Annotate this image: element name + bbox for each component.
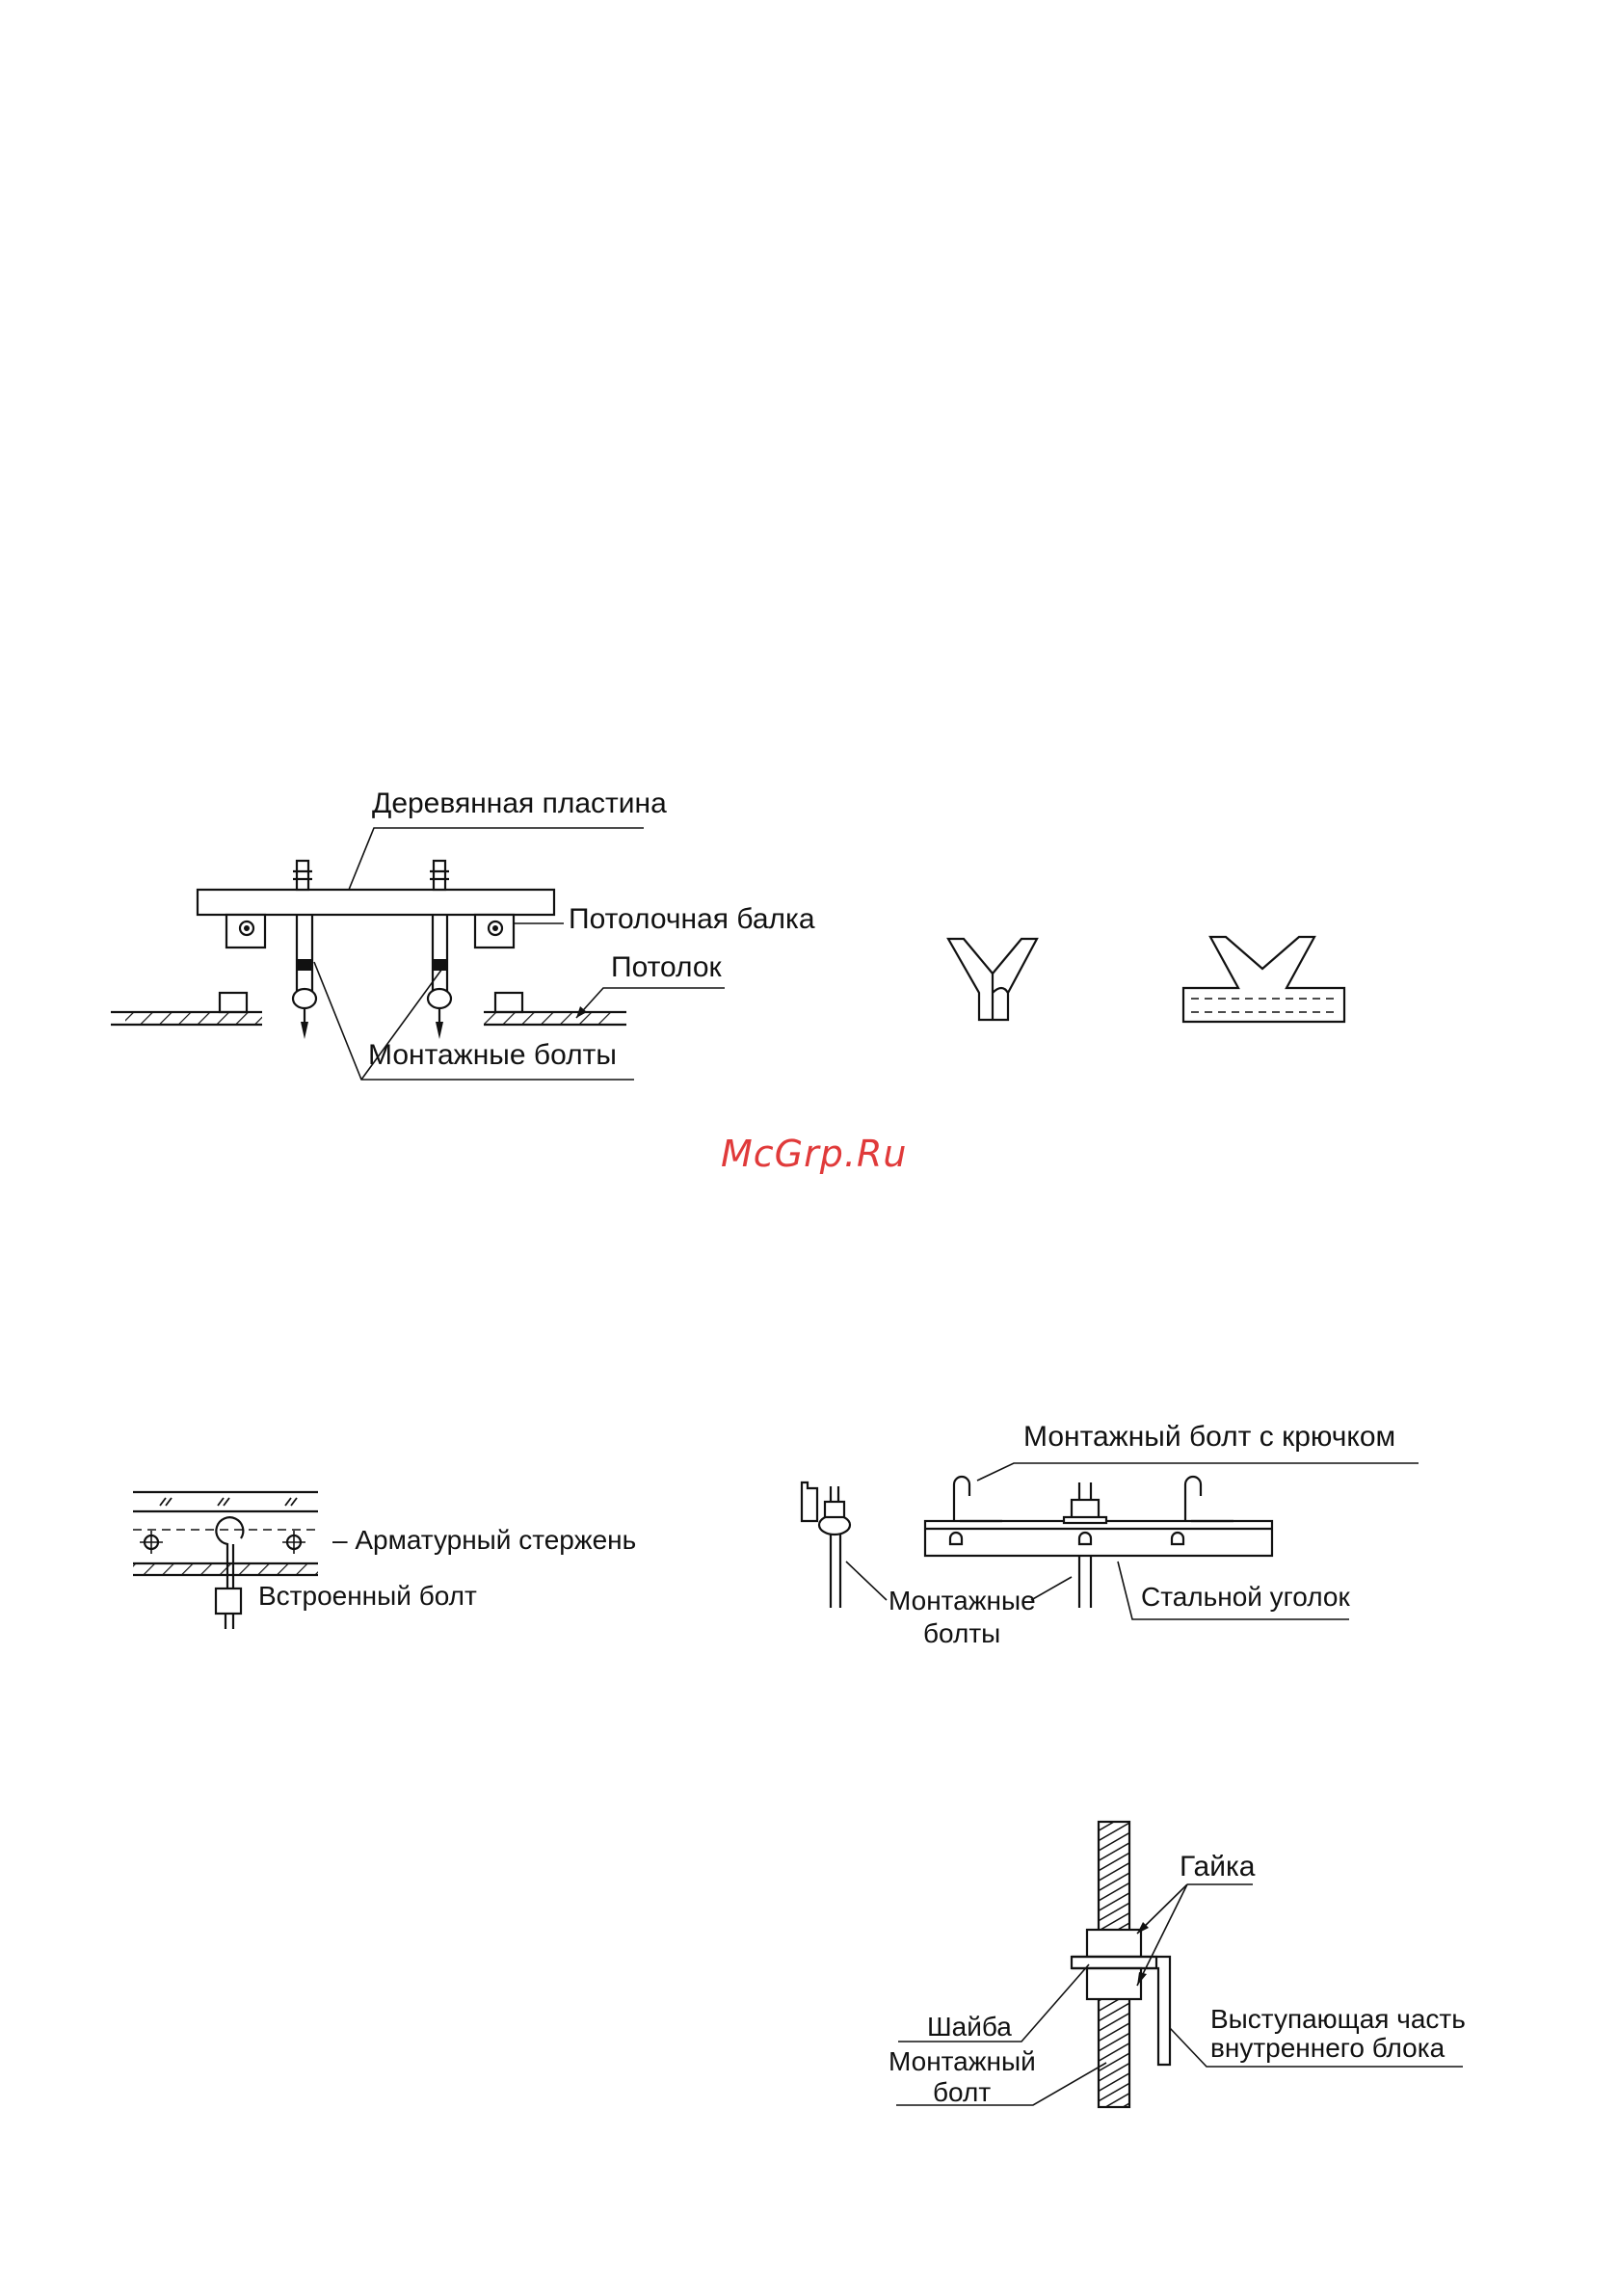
ceiling-right [484, 993, 626, 1025]
leader-mount-bolts-b [1031, 1577, 1072, 1600]
anchor-shape-2 [1183, 937, 1344, 1022]
ceiling-left [111, 993, 262, 1025]
leader-wood-plate [349, 828, 644, 890]
diagram-nut-washer: Гайка Шайба Монтажный болт Выступающая ч… [889, 1822, 1466, 2107]
label-wood-plate: Деревянная пластина [372, 788, 667, 819]
lower-nut [1087, 1968, 1141, 1999]
label-hook-bolt: Монтажный болт с крючком [1023, 1421, 1395, 1453]
steel-angle-beam [925, 1521, 1272, 1556]
ceiling-beam-right [475, 915, 514, 948]
label-mount-bolt-2: болт [933, 2077, 991, 2107]
label-nut: Гайка [1180, 1851, 1256, 1882]
bolt-right [428, 861, 451, 1039]
washer [1072, 1957, 1156, 1968]
diagram-steel-angle: Монтажный болт с крючком Монтажные бо [802, 1421, 1419, 1648]
leader-mount-bolts-a [846, 1562, 887, 1600]
label-rebar: – Арматурный стержень [332, 1525, 636, 1555]
anchor-shape-1 [948, 939, 1037, 1020]
diagram-wood-plate-mounting: Деревянная пластина [111, 788, 815, 1080]
label-washer: Шайба [927, 2012, 1012, 2042]
label-mount-bolts-1: Монтажные [889, 1586, 1036, 1615]
wood-plate [198, 890, 554, 915]
watermark: McGrp.Ru [721, 1133, 907, 1175]
diagram-embedded-bolt: – Арматурный стержень Встроенный болт [133, 1492, 636, 1629]
label-mount-bolt-1: Монтажный [889, 2046, 1036, 2076]
label-protrusion-1: Выступающая часть [1210, 2004, 1466, 2034]
bolt-left [293, 861, 316, 1039]
upper-nut [1087, 1930, 1141, 1957]
label-steel-angle: Стальной уголок [1141, 1582, 1350, 1612]
label-mount-bolts: Монтажные болты [368, 1039, 617, 1071]
label-ceiling-beam: Потолочная балка [569, 903, 815, 935]
label-embedded-bolt: Встроенный болт [258, 1581, 477, 1611]
ceiling-beam-left [226, 915, 265, 948]
label-protrusion-2: внутреннего блока [1210, 2033, 1446, 2063]
label-mount-bolts-2: болты [923, 1618, 1000, 1648]
label-ceiling: Потолок [611, 951, 723, 983]
